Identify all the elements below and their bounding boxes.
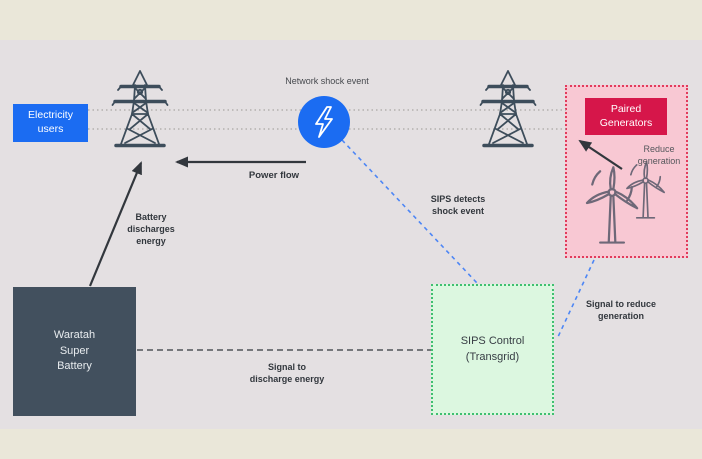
signal-discharge-label: Signal to discharge energy	[249, 362, 325, 385]
battery-discharges-label: Battery discharges energy	[127, 212, 175, 247]
reduce-generation-label: Reduce generation	[637, 144, 681, 167]
sips-control-label-line: SIPS Control	[460, 335, 525, 348]
paired-generators-box: Paired Generators	[585, 98, 667, 135]
waratah-battery-label-line: Waratah	[53, 329, 96, 342]
electricity-users-label-line: users	[37, 123, 64, 135]
sips-control-box: SIPS Control (Transgrid)	[431, 284, 554, 415]
sips-detects-label: SIPS detects shock event	[430, 194, 486, 217]
electricity-users-label-line: Electricity	[28, 109, 73, 122]
paired-generators-label-line: Paired	[610, 102, 642, 115]
electricity-users-box: Electricity users	[13, 104, 88, 142]
waratah-super-battery-box: Waratah Super Battery	[13, 287, 136, 416]
signal-reduce-label: Signal to reduce generation	[585, 299, 657, 322]
sips-control-label-line: (Transgrid)	[465, 350, 520, 363]
waratah-battery-label-line: Battery	[57, 360, 92, 373]
network-shock-label: Network shock event	[285, 76, 369, 86]
paired-generators-label-line: Generators	[599, 116, 653, 129]
waratah-battery-label-line: Super	[59, 344, 90, 357]
power-flow-label: Power flow	[248, 170, 300, 181]
